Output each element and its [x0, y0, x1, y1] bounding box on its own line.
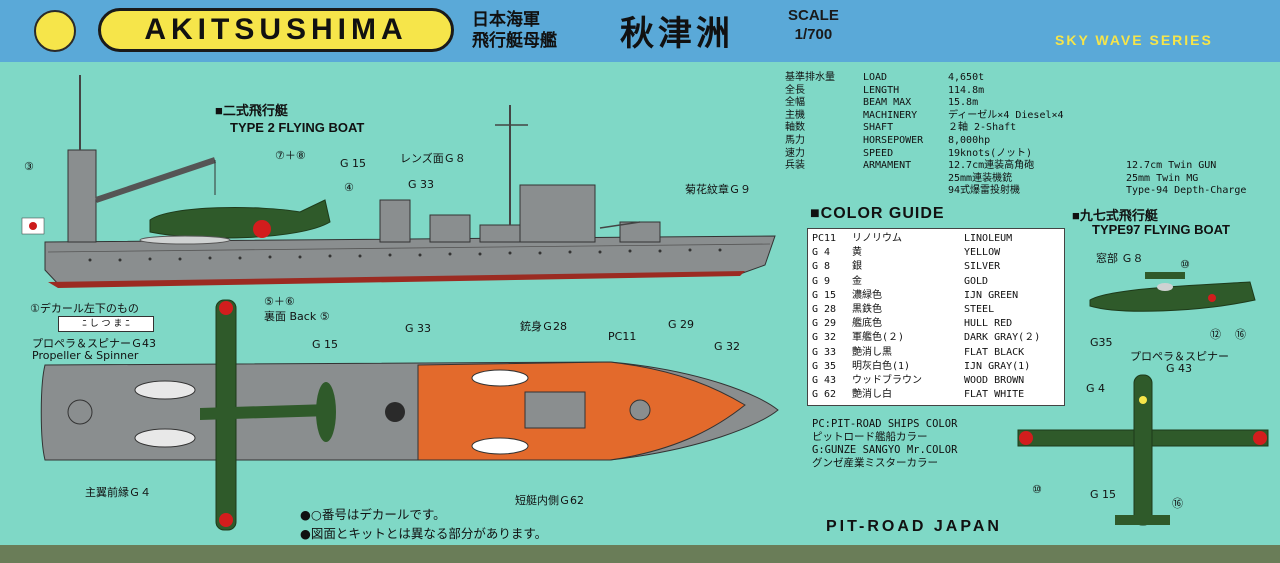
legend-line: ピットロード艦船カラー — [812, 431, 928, 443]
type97-title-jp: ■九七式飛行艇 — [1072, 208, 1158, 223]
label-g15-top: G 15 — [312, 338, 339, 351]
yellow-circle-badge — [34, 10, 76, 52]
series-name: SKY WAVE SERIES — [1055, 32, 1213, 48]
type2-title-jp: ■二式飛行艇 — [215, 103, 288, 118]
label-window-g8: 窓部 Ｇ８ — [1096, 252, 1144, 265]
jp-subtitle-1: 日本海軍 — [472, 10, 540, 30]
label-7-8: ⑦＋⑧ — [275, 149, 306, 162]
scale-label: SCALE — [788, 7, 839, 24]
ship-name-pill: AKITSUSHIMA — [98, 8, 454, 52]
label-g35: G35 — [1090, 336, 1113, 349]
label-97-propeller: プロペラ＆スピナー — [1130, 350, 1229, 363]
label-g62: 短艇内側Ｇ62 — [515, 494, 584, 507]
label-97-12: ⑫ — [1210, 328, 1221, 341]
label-back: 裏面 Back ⑤ — [264, 310, 330, 323]
ship-side-view — [21, 75, 776, 288]
label-3: ③ — [24, 160, 34, 173]
ship-top-view — [40, 299, 779, 531]
scale-value: 1/700 — [794, 26, 833, 43]
note-1: ●○番号はデカールです。 — [300, 507, 446, 522]
label-g33-side: G 33 — [408, 178, 435, 191]
label-g29: G 29 — [668, 318, 695, 331]
label-g28: 銃身Ｇ28 — [520, 320, 567, 333]
legend-line: PC:PIT-ROAD SHIPS COLOR — [812, 418, 958, 430]
maker-name: PIT-ROAD JAPAN — [826, 518, 1002, 535]
label-g15-side: G 15 — [340, 157, 367, 170]
jp-subtitle-2: 飛行艇母艦 — [472, 31, 557, 51]
label-chrysanthemum: 菊花紋章Ｇ９ — [685, 183, 751, 196]
color-legend: PC:PIT-ROAD SHIPS COLOR ピットロード艦船カラー G:GU… — [812, 418, 957, 470]
type97-title-en: TYPE97 FLYING BOAT — [1092, 222, 1230, 237]
note-2: ●図面とキットとは異なる部分があります。 — [300, 526, 548, 541]
label-97-10b: ⑩ — [1032, 483, 1042, 496]
legend-line: グンゼ産業ミスターカラー — [812, 457, 938, 469]
label-g33-top: G 33 — [405, 322, 432, 335]
label-97-g15: G 15 — [1090, 488, 1117, 501]
decal-strip: ﾆ し つ ま ﾆ — [58, 316, 154, 332]
label-pc11: PC11 — [608, 330, 637, 343]
label-97-g4: G 4 — [1086, 382, 1106, 395]
label-lens: レンズ面Ｇ８ — [400, 152, 466, 165]
label-97-g43: G 43 — [1166, 362, 1193, 375]
label-5-6: ⑤＋⑥ — [264, 295, 295, 308]
type97-drawings — [1017, 272, 1269, 526]
footer-band — [0, 545, 1280, 563]
label-4: ④ — [344, 181, 354, 194]
scale-block: SCALE 1/700 — [788, 6, 839, 44]
color-guide-title: ■COLOR GUIDE — [810, 205, 945, 222]
type2-title-en: TYPE 2 FLYING BOAT — [230, 120, 365, 135]
label-g4-top: 主翼前縁Ｇ４ — [85, 486, 151, 499]
label-97-16b: ⑯ — [1172, 497, 1183, 510]
label-propeller-jp: プロペラ＆スピナーＧ43 — [32, 337, 156, 350]
label-propeller-en: Propeller & Spinner — [32, 349, 139, 362]
label-g32: G 32 — [714, 340, 741, 353]
label-97-16: ⑯ — [1235, 328, 1246, 341]
jp-ship-name: 秋津洲 — [620, 14, 734, 54]
label-decal: ①デカール左下のもの — [30, 302, 139, 315]
label-97-10: ⑩ — [1180, 258, 1190, 271]
legend-line: G:GUNZE SANGYO Mr.COLOR — [812, 444, 958, 456]
